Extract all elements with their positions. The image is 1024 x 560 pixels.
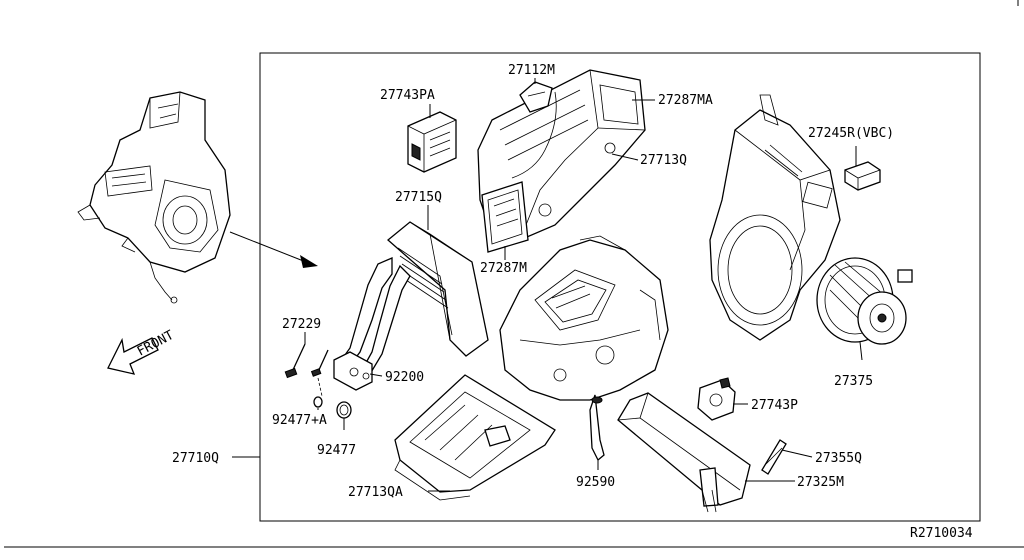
blower-motor-27375 — [816, 257, 913, 345]
part-label-92477: 92477 — [317, 443, 356, 458]
part-label-27715Q: 27715Q — [395, 190, 442, 205]
assembly-label-27710Q: 27710Q — [172, 451, 219, 466]
part-label-27287MA: 27287MA — [658, 93, 713, 108]
heater-core-27325M — [617, 392, 751, 513]
part-label-27287M: 27287M — [480, 261, 527, 276]
evaporator-core-27715Q — [386, 221, 489, 357]
part-label-27355Q: 27355Q — [815, 451, 862, 466]
heater-case-body — [499, 235, 669, 401]
lower-case-27713QA — [394, 374, 556, 501]
vehicle-location-sketch — [77, 91, 231, 304]
blower-case — [709, 94, 841, 341]
part-label-27713Q: 27713Q — [640, 153, 687, 168]
part-label-27713QA: 27713QA — [348, 485, 403, 500]
actuator-27743P — [697, 377, 736, 421]
part-label-27229: 27229 — [282, 317, 321, 332]
part-label-92477A: 92477+A — [272, 413, 327, 428]
bolts-27229 — [284, 343, 329, 397]
part-label-92200: 92200 — [385, 370, 424, 385]
control-module-27245R — [844, 161, 881, 191]
filter-27355Q — [761, 439, 787, 475]
part-label-27375: 27375 — [834, 374, 873, 389]
o-rings-92477 — [313, 396, 352, 419]
resistor-module-27743PA — [407, 111, 457, 173]
aspirator-sensor-92590 — [589, 394, 605, 462]
assembly-frame — [259, 52, 981, 522]
leader-lines — [304, 78, 863, 492]
part-label-27245R: 27245R(VBC) — [808, 126, 894, 141]
intake-duct-27287MA — [477, 69, 646, 253]
expansion-valve-92200 — [333, 351, 373, 391]
part-label-27325M: 27325M — [797, 475, 844, 490]
figure-reference: R2710034 — [910, 526, 973, 541]
part-label-27112M: 27112M — [508, 63, 555, 78]
part-label-27743P: 27743P — [751, 398, 798, 413]
front-label: FRONT — [135, 328, 177, 360]
bracket-27112M — [519, 81, 553, 113]
part-label-27743PA: 27743PA — [380, 88, 435, 103]
front-direction-indicator: FRONT — [107, 328, 177, 375]
location-arrow — [229, 231, 318, 268]
part-label-92590: 92590 — [576, 475, 615, 490]
